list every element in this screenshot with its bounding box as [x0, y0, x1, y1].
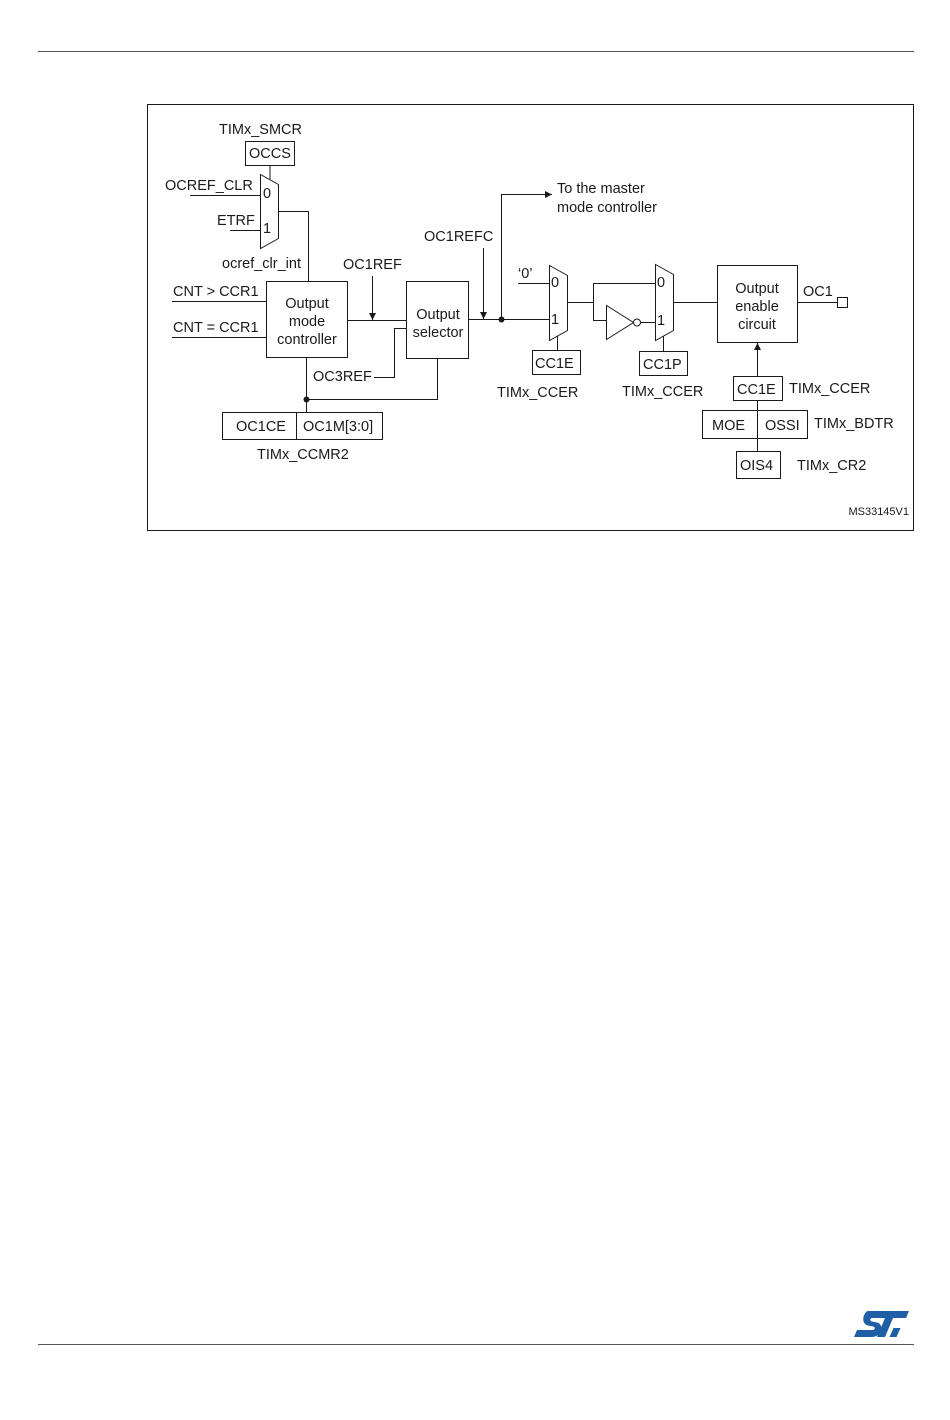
figure-frame	[147, 104, 914, 531]
wire-selector-ctrl	[306, 358, 438, 400]
bit-cc1e-a-box	[532, 350, 581, 375]
bit-occs: OCCS	[249, 146, 291, 162]
bit-oc1ce: OC1CE	[236, 419, 286, 435]
bit-ois4: OIS4	[740, 458, 773, 474]
inverter-bubble	[633, 318, 641, 327]
signal-etrf: ETRF	[217, 213, 255, 229]
block-enable-line2: enable	[735, 299, 779, 315]
signal-cnt-eq-ccr1: CNT = CCR1	[173, 320, 259, 336]
block-mode-line2: mode	[289, 314, 325, 330]
bit-moe-box	[702, 410, 758, 439]
oc1-pin	[837, 297, 848, 308]
inverter	[606, 304, 635, 341]
reg-timx-ccmr2: TIMx_CCMR2	[257, 447, 349, 463]
bit-ossi: OSSI	[765, 418, 800, 434]
signal-ocref-clr-int: ocref_clr_int	[222, 256, 301, 272]
mux-cc1p-in1: 1	[657, 313, 665, 329]
signal-oc1refc: OC1REFC	[424, 229, 493, 245]
bit-cc1p-box	[639, 351, 688, 376]
reg-timx-bdtr: TIMx_BDTR	[814, 416, 894, 432]
reg-timx-ccer-b: TIMx_CCER	[622, 384, 703, 400]
signal-oc1ref: OC1REF	[343, 257, 402, 273]
mux-cc1p	[655, 263, 674, 342]
reg-timx-cr2: TIMx_CR2	[797, 458, 866, 474]
mux-cc1e	[549, 264, 568, 342]
wire-polarity-inv	[593, 302, 607, 321]
mux-clear-select	[260, 173, 279, 250]
wire-to-master	[501, 191, 552, 320]
reg-timx-ccer-c: TIMx_CCER	[789, 381, 870, 397]
output-enable-circuit-block	[717, 265, 798, 343]
master-line2: mode controller	[557, 200, 657, 216]
signal-oc3ref: OC3REF	[313, 369, 372, 385]
st-logo	[854, 1311, 909, 1337]
bit-oc1m-box	[296, 412, 383, 440]
bit-cc1p: CC1P	[643, 357, 682, 373]
output-selector-block	[406, 281, 469, 359]
signal-oc1: OC1	[803, 284, 833, 300]
block-enable-line1: Output	[735, 281, 779, 297]
header-rule	[38, 51, 914, 52]
output-mode-controller-block	[266, 281, 348, 358]
bit-ossi-box	[757, 410, 808, 439]
mux-clear-in1: 1	[263, 221, 271, 237]
bit-moe: MOE	[712, 418, 745, 434]
signal-zero: ‘0’	[518, 266, 533, 282]
wire-ocref-clr-int	[278, 211, 309, 282]
bit-oc1ce-box	[222, 412, 297, 440]
signal-cnt-gt-ccr1: CNT > CCR1	[173, 284, 259, 300]
reg-timx-smcr: TIMx_SMCR	[219, 122, 302, 138]
mux-cc1e-in0: 0	[551, 275, 559, 291]
block-mode-line3: controller	[277, 332, 337, 348]
bit-cc1e-b: CC1E	[737, 382, 776, 398]
reg-timx-ccer-a: TIMx_CCER	[497, 385, 578, 401]
block-selector-line1: Output	[416, 307, 460, 323]
mux-clear-in0: 0	[263, 186, 271, 202]
footer-rule	[38, 1344, 914, 1345]
bit-cc1e-a: CC1E	[535, 356, 574, 372]
figure-id: MS33145V1	[848, 506, 909, 518]
wire-polarity-0	[593, 283, 656, 303]
signal-ocref-clr: OCREF_CLR	[165, 178, 253, 194]
mux-cc1p-in0: 0	[657, 275, 665, 291]
wire-oc3ref	[374, 328, 407, 378]
bit-cc1e-b-box	[733, 376, 783, 401]
bit-oc1m: OC1M[3:0]	[303, 419, 373, 435]
bit-ois4-box	[736, 451, 781, 479]
mux-cc1e-in1: 1	[551, 312, 559, 328]
block-enable-line3: circuit	[738, 317, 776, 333]
bit-occs-box	[245, 141, 295, 166]
master-line1: To the master	[557, 181, 645, 197]
block-mode-line1: Output	[285, 296, 329, 312]
block-selector-line2: selector	[413, 325, 464, 341]
